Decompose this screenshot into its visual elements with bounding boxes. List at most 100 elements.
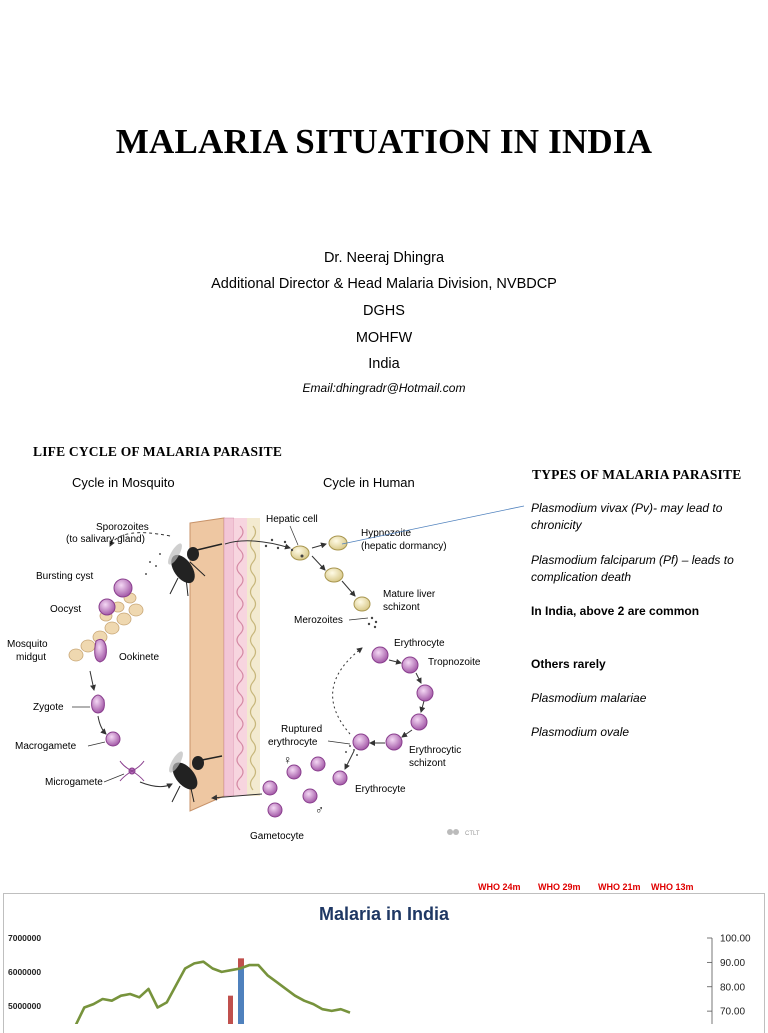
label-hypnozoite: Hypnozoite — [361, 528, 411, 539]
right-tick-3: 70.00 — [720, 1007, 745, 1018]
label-midgut: midgut — [16, 652, 46, 663]
erythrocyte-top-icon — [371, 646, 389, 664]
mosquito-arrow-2 — [89, 670, 96, 691]
who-annotation-2: WHO 21m — [598, 882, 641, 892]
ookinete-icon — [94, 638, 107, 663]
type-ovale: Plasmodium ovale — [531, 725, 630, 739]
cycle-human-label: Cycle in Human — [323, 475, 415, 490]
liver-stage-icon — [324, 567, 344, 583]
author-country: India — [368, 356, 400, 372]
type-falciparum: Plasmodium falciparum (Pf) – leads to co… — [531, 553, 734, 584]
microgamete-icon — [119, 760, 145, 782]
label-microgamete: Microgamete — [45, 777, 103, 788]
type-malariae: Plasmodium malariae — [531, 691, 647, 705]
left-tick-1: 6000000 — [8, 967, 41, 977]
label-ookinete: Ookinete — [119, 652, 159, 663]
author-name: Dr. Neeraj Dhingra — [323, 250, 445, 266]
label-male-symbol: ♂ — [315, 803, 324, 817]
human-arrow-5 — [415, 672, 422, 684]
label-hepatic-dormancy: (hepatic dormancy) — [361, 541, 447, 552]
macrogamete-icon — [105, 731, 121, 747]
label-tropnozoite: Tropnozoite — [428, 657, 481, 668]
author-designation: Additional Director & Head Malaria Divis… — [211, 276, 557, 292]
released-merozoites — [345, 745, 358, 756]
gametocyte-4-icon — [267, 802, 283, 818]
sporozoite-dots — [145, 553, 161, 575]
bar-0 — [228, 995, 233, 1024]
leader-micro — [103, 773, 125, 783]
left-tick-2: 5000000 — [8, 1001, 41, 1011]
erythrocytic-schizont-icon — [385, 733, 403, 751]
ruptured-erythrocyte-icon — [352, 733, 370, 751]
slide-title: MALARIA SITUATION IN INDIA — [115, 122, 653, 161]
transmission-arrow — [211, 793, 263, 801]
bar-pv-1 — [238, 968, 244, 1024]
label-ruptured: Ruptured — [281, 724, 322, 735]
ctlt-logo-icon — [447, 829, 459, 835]
types-others: Others rarely — [531, 657, 606, 671]
sporozoite-stream — [264, 538, 304, 558]
series-line-0 — [74, 960, 351, 1024]
chart-lines — [74, 960, 351, 1024]
leader-macro — [87, 741, 106, 747]
human-arrow-3 — [311, 542, 327, 549]
tropnozoite-icon — [401, 656, 419, 674]
chart-title: Malaria in India — [319, 904, 450, 924]
lifecycle-heading: LIFE CYCLE OF MALARIA PARASITE — [33, 444, 283, 459]
human-arrow-2 — [341, 580, 356, 597]
late-trophozoite-icon — [410, 713, 428, 731]
zygote-icon — [91, 694, 105, 714]
gametocyte-m-2-icon — [302, 788, 318, 804]
midgut-cells — [68, 592, 144, 662]
label-sporozoites: Sporozoites — [96, 522, 149, 533]
mosquito-bottom-icon — [169, 751, 223, 803]
bursting-cyst-icon — [113, 578, 133, 598]
label-oocyst: Oocyst — [50, 604, 81, 615]
type-vivax: Plasmodium vivax (Pv)- may lead to chron… — [531, 501, 723, 532]
hepatic-cell-icon — [290, 545, 310, 561]
who-annotation-3: WHO 13m — [651, 882, 694, 892]
mosquito-cycle-arc — [109, 532, 171, 547]
types-india-common: In India, above 2 are common — [531, 604, 700, 618]
label-female-symbol: ♀ — [283, 753, 292, 767]
gametocyte-3-icon — [262, 780, 278, 796]
left-axis: 7000000 6000000 5000000 — [8, 933, 41, 1011]
author-org-mohfw: MOHFW — [355, 330, 413, 346]
author-email: Email:dhingradr@Hotmail.com — [302, 381, 466, 395]
label-credit: CTLT — [465, 831, 480, 837]
who-annotation-0: WHO 24m — [478, 882, 521, 892]
left-tick-0: 7000000 — [8, 933, 41, 943]
label-bursting-cyst: Bursting cyst — [36, 571, 93, 582]
chart-bars — [228, 958, 244, 1024]
lifecycle-diagram: Cycle in Mosquito Cycle in Human — [7, 475, 525, 842]
label-mosquito: Mosquito — [7, 639, 48, 650]
label-hepatic-cell: Hepatic cell — [266, 514, 318, 525]
types-heading: TYPES OF MALARIA PARASITE — [532, 467, 742, 482]
human-arrow-9 — [344, 750, 355, 770]
gametocyte-m-1-icon — [332, 770, 348, 786]
label-erythrocytic: Erythrocytic — [409, 745, 461, 756]
merozoite-dots — [367, 616, 378, 629]
mosquito-top-icon — [168, 543, 223, 597]
label-zygote: Zygote — [33, 702, 64, 713]
human-arrow-1 — [311, 555, 326, 571]
label-mature-liver: Mature liver — [383, 589, 436, 600]
leader-merozoites — [348, 617, 369, 621]
human-arrow-4 — [388, 658, 402, 665]
erythrocytic-cycle-arc — [332, 647, 363, 735]
label-erythrocyte-bottom: Erythrocyte — [355, 784, 406, 795]
chart-frame — [3, 893, 765, 1033]
leader-hepatic — [289, 525, 299, 546]
right-tick-1: 90.00 — [720, 958, 745, 969]
hypnozoite-icon — [328, 535, 348, 551]
label-erythrocyte-ruptured: erythrocyte — [268, 737, 318, 748]
cycle-mosquito-label: Cycle in Mosquito — [72, 475, 175, 490]
bite-arrow — [224, 540, 291, 550]
human-arrow-7 — [401, 729, 413, 738]
label-erythrocytic-schizont: schizont — [409, 758, 446, 769]
label-macrogamete: Macrogamete — [15, 741, 77, 752]
label-merozoites: Merozoites — [294, 615, 343, 626]
